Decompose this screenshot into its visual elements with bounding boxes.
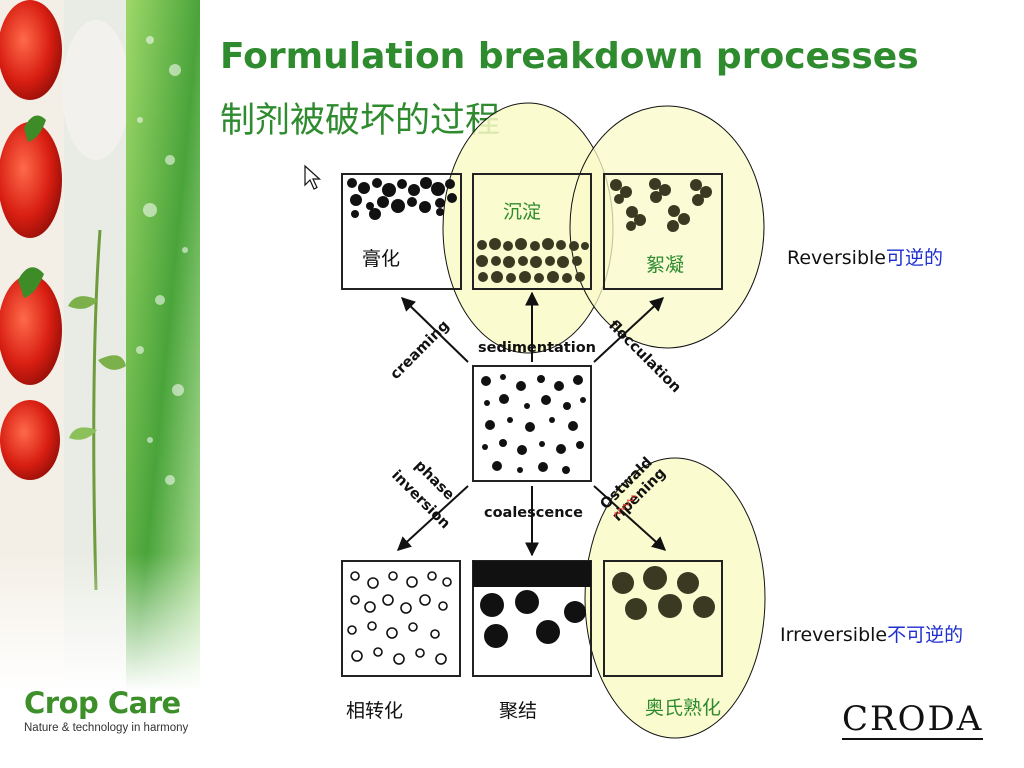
zh-label-creaming: 膏化 xyxy=(362,247,400,270)
box-creaming xyxy=(341,173,462,290)
brand-name: Crop Care xyxy=(24,686,181,720)
reversible-label: Reversible可逆的 xyxy=(787,243,943,270)
brand-tagline: Nature & technology in harmony xyxy=(24,722,189,734)
coalescence-oil-layer xyxy=(473,561,591,587)
coalescence-droplets xyxy=(480,590,586,648)
box-phase-inversion xyxy=(341,560,461,677)
mouse-cursor-icon xyxy=(304,164,322,190)
slide-title-chinese: 制剂被破坏的过程 xyxy=(220,101,501,141)
label-coalescence: coalescence xyxy=(484,505,583,521)
stable-emulsion-droplets xyxy=(481,374,586,474)
zh-label-ostwald-ripening: 奥氏熟化 xyxy=(645,697,721,719)
box-stable-emulsion xyxy=(472,365,592,482)
box-sedimentation xyxy=(472,173,592,290)
irreversible-label-zh: 不可逆的 xyxy=(887,624,964,646)
zh-label-sedimentation: 沉淀 xyxy=(503,201,541,223)
arrow-phase-inversion xyxy=(396,485,469,551)
highlight-ellipse-flocculation xyxy=(569,105,765,349)
label-sedimentation: sedimentation xyxy=(478,340,596,356)
ostwald-droplets xyxy=(612,566,715,620)
croda-logo: CRODA xyxy=(842,699,984,740)
irreversible-label-en: Irreversible xyxy=(780,624,888,646)
zh-label-phase-inversion: 相转化 xyxy=(346,700,403,722)
arrow-ostwald-ripening xyxy=(593,485,667,551)
sidebar-image-strip xyxy=(0,0,200,768)
reversible-label-en: Reversible xyxy=(787,247,886,269)
box-flocculation xyxy=(603,173,723,290)
box-ostwald-ripening xyxy=(603,560,723,677)
reversible-label-zh: 可逆的 xyxy=(886,247,944,269)
creaming-droplets xyxy=(347,177,457,220)
arrow-flocculation xyxy=(593,297,665,363)
crop-care-logo: Crop Care Nature & technology in harmony xyxy=(24,686,188,734)
arrow-creaming xyxy=(400,297,469,363)
produce-photo-strip xyxy=(0,0,200,768)
spellcheck-squiggle xyxy=(614,495,638,518)
slide-title-english: Formulation breakdown processes xyxy=(220,36,919,77)
phase-inversion-droplets xyxy=(347,571,452,665)
zh-label-coalescence: 聚结 xyxy=(499,700,537,722)
zh-label-flocculation: 絮凝 xyxy=(646,254,684,276)
irreversible-label: Irreversible不可逆的 xyxy=(780,620,963,647)
label-creaming: creaming xyxy=(388,318,453,383)
flocculation-flocs xyxy=(610,178,712,232)
sedimentation-droplets xyxy=(476,238,589,283)
